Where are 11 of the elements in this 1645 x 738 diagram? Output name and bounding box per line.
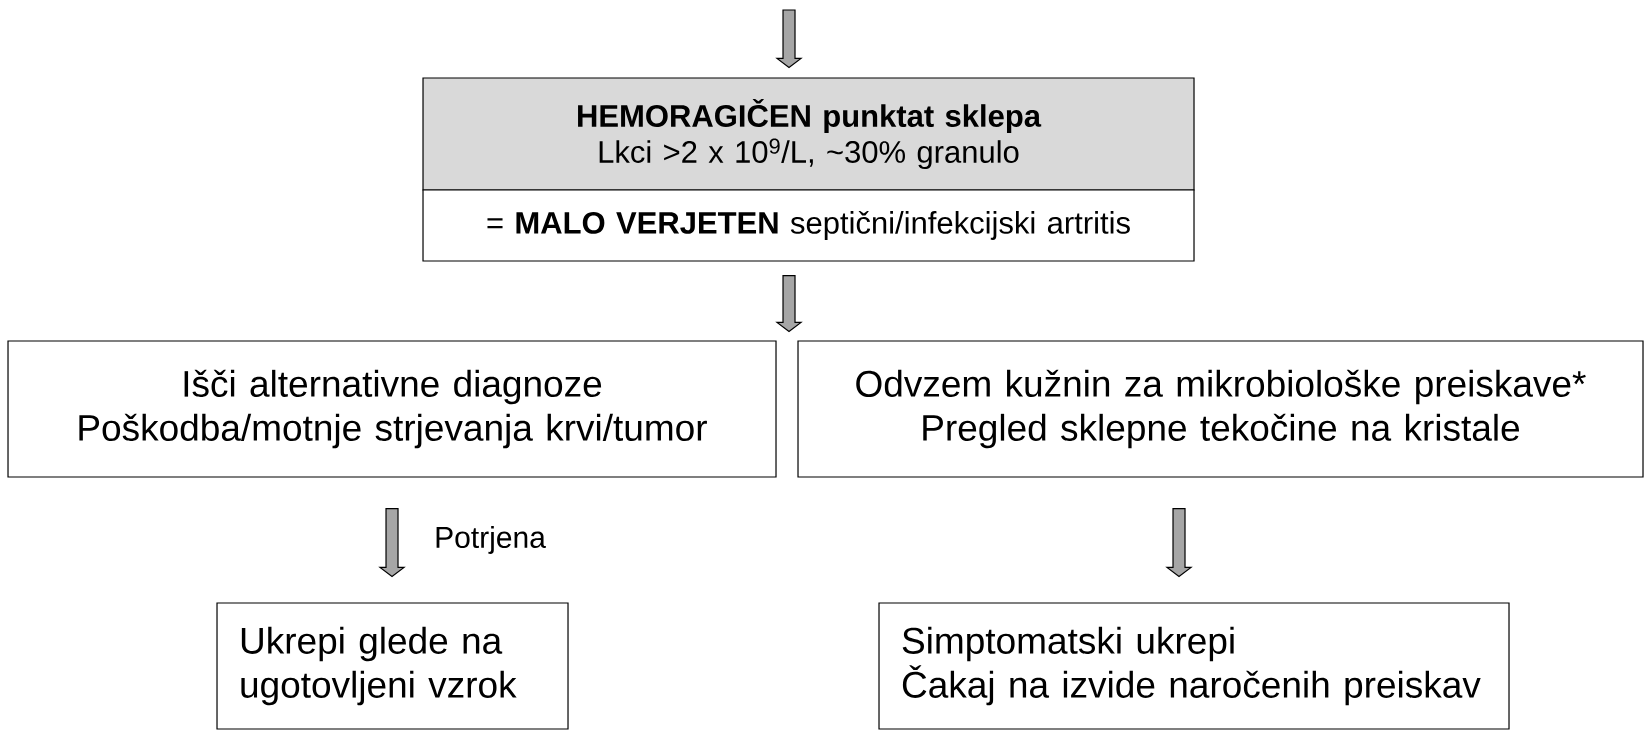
process-box: = MALO VERJETEN septični/infekcijski artritis (422, 189, 1195, 262)
process-box: Ukrepi glede na ugotovljeni vzrok (216, 602, 569, 730)
block-arrow (378, 508, 406, 578)
block-arrow (775, 275, 803, 333)
block-arrow (1165, 508, 1193, 578)
process-box: Simptomatski ukrepi Čakaj na izvide naročenih preiskav (878, 602, 1510, 730)
process-box: Odvzem kužnin za mikrobiološke preiskave* Pregled sklepne tekočine na kristale (797, 340, 1644, 478)
process-box: Išči alternativne diagnoze Poškodba/motnje strjevanja krvi/tumor (7, 340, 777, 478)
edge-label: Potrjena (432, 524, 548, 556)
block-arrow (775, 9, 803, 69)
header-box: HEMORAGIČEN punktat sklepa Lkci >2 x 10$^{9}$/L, ~30% granulo (422, 77, 1195, 191)
